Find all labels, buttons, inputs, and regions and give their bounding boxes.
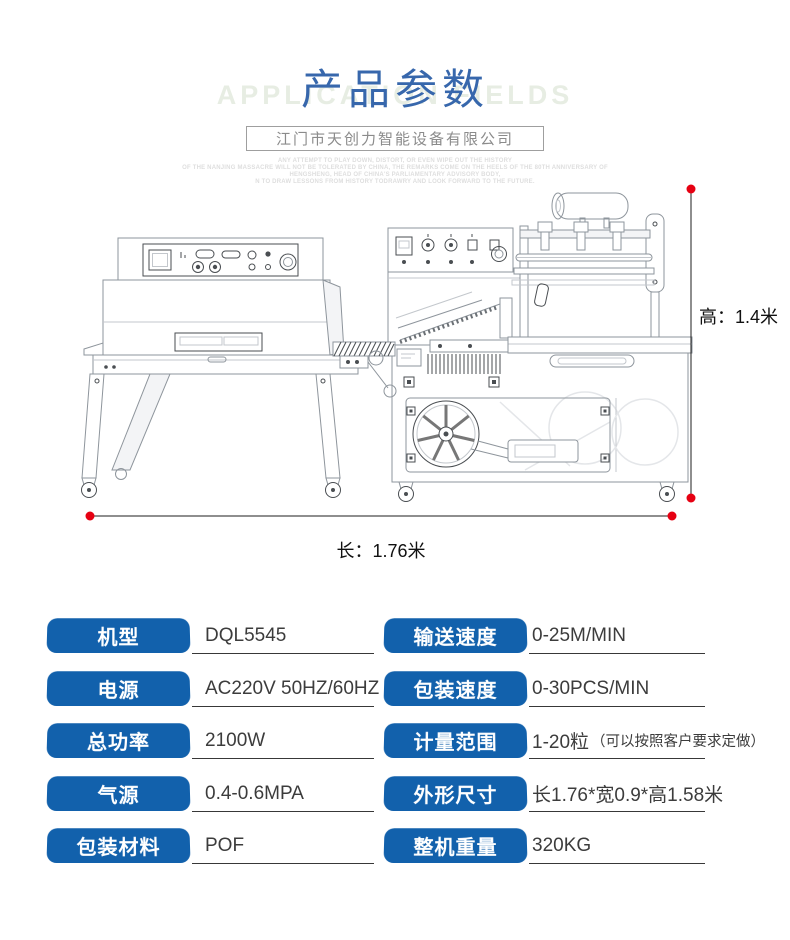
background-watermark-text: APPLICATION FIELDS — [216, 80, 574, 110]
company-name: 江门市天创力智能设备有限公司 — [275, 131, 514, 148]
spec-row-air-supply: 气源 0.4-0.6MPA — [46, 776, 374, 812]
spec-row-overall-dimensions: 外形尺寸 长1.76*宽0.9*高1.58米 — [383, 776, 723, 812]
spec-value: 1-20粒（可以按照客户要求定做） — [532, 723, 765, 758]
spec-value-text: AC220V 50HZ/60HZ — [205, 677, 380, 699]
spec-label-pill: 计量范围 — [383, 723, 528, 759]
spec-label-pill: 机型 — [46, 618, 191, 654]
spec-label: 计量范围 — [413, 732, 498, 754]
dimension-markers — [85, 184, 696, 521]
spec-row-machine-weight: 整机重量 320KG — [383, 828, 705, 864]
spec-underline — [529, 810, 705, 812]
fine-print-line: HENGSHENG, HEAD OF CHINA'S PARLIAMENTARY… — [289, 172, 501, 178]
spec-value: DQL5545 — [205, 618, 286, 653]
page-title: 产品参数 — [300, 66, 489, 113]
spec-value: 长1.76*宽0.9*高1.58米 — [532, 776, 723, 811]
spec-row-conveying-speed: 输送速度 0-25M/MIN — [383, 618, 705, 654]
spec-value: AC220V 50HZ/60HZ — [205, 671, 379, 706]
spec-label-pill: 整机重量 — [383, 828, 528, 864]
spec-row-measuring-range: 计量范围 1-20粒（可以按照客户要求定做） — [383, 723, 765, 759]
spec-value-text: 长1.76*宽0.9*高1.58米 — [532, 785, 724, 806]
spec-value-text: 0-30PCS/MIN — [532, 677, 650, 699]
spec-underline — [192, 652, 374, 654]
spec-underline — [529, 862, 705, 864]
spec-row-total-power: 总功率 2100W — [46, 723, 374, 759]
length-dimension-label: 长：1.76米 — [336, 541, 426, 561]
spec-value: 0-30PCS/MIN — [532, 671, 649, 706]
spec-value: 320KG — [532, 828, 591, 863]
spec-value: POF — [205, 828, 244, 863]
spec-label-pill: 包装材料 — [46, 828, 191, 864]
spec-label-pill: 外形尺寸 — [383, 776, 528, 812]
fine-print-watermark: ANY ATTEMPT TO PLAY DOWN, DISTORT, OR EV… — [0, 158, 790, 186]
spec-label-pill: 气源 — [46, 776, 191, 812]
spec-value-text: 320KG — [532, 834, 592, 856]
spec-underline — [529, 652, 705, 654]
right-machine-illustration — [332, 192, 693, 502]
spec-underline — [529, 757, 705, 759]
spec-row-power-supply: 电源 AC220V 50HZ/60HZ — [46, 671, 379, 707]
spec-underline — [192, 705, 374, 707]
spec-label-pill: 总功率 — [46, 723, 191, 759]
spec-value: 0.4-0.6MPA — [205, 776, 304, 811]
spec-value-text: 2100W — [205, 729, 266, 751]
spec-row-packing-material: 包装材料 POF — [46, 828, 374, 864]
spec-label: 机型 — [97, 627, 140, 649]
spec-value-text: POF — [205, 834, 245, 856]
fine-print-line: OF THE NANJING MASSACRE WILL NOT BE TOLE… — [182, 165, 608, 171]
spec-label-pill: 电源 — [46, 671, 191, 707]
spec-label: 包装速度 — [413, 680, 498, 702]
spec-label-pill: 输送速度 — [383, 618, 528, 654]
spec-value-text: 1-20粒 — [532, 732, 590, 753]
spec-label-pill: 包装速度 — [383, 671, 528, 707]
spec-value: 2100W — [205, 723, 265, 758]
spec-row-packing-speed: 包装速度 0-30PCS/MIN — [383, 671, 705, 707]
spec-label: 气源 — [97, 785, 140, 807]
fine-print-line: ANY ATTEMPT TO PLAY DOWN, DISTORT, OR EV… — [277, 158, 513, 164]
company-name-box: 江门市天创力智能设备有限公司 — [246, 126, 544, 151]
machine-line-art — [81, 184, 696, 521]
spec-underline — [529, 705, 705, 707]
spec-label: 外形尺寸 — [413, 785, 498, 807]
spec-label: 输送速度 — [413, 627, 498, 649]
left-machine-illustration — [81, 237, 359, 498]
spec-label: 总功率 — [86, 732, 151, 754]
spec-label: 整机重量 — [413, 837, 498, 859]
spec-value-text: 0.4-0.6MPA — [205, 782, 304, 804]
fine-print-line: N TO DRAW LESSONS FROM HISTORY TODRAWRY … — [255, 179, 535, 185]
height-dimension-label: 高：1.4米 — [699, 307, 779, 327]
spec-label: 包装材料 — [76, 837, 161, 859]
spec-label: 电源 — [97, 680, 140, 702]
spec-row-model: 机型 DQL5545 — [46, 618, 374, 654]
spec-underline — [192, 862, 374, 864]
spec-value-text: DQL5545 — [205, 624, 287, 646]
spec-underline — [192, 810, 374, 812]
spec-value-text: 0-25M/MIN — [532, 624, 626, 646]
spec-underline — [192, 757, 374, 759]
spec-value-note: （可以按照客户要求定做） — [591, 734, 766, 750]
spec-value: 0-25M/MIN — [532, 618, 626, 653]
